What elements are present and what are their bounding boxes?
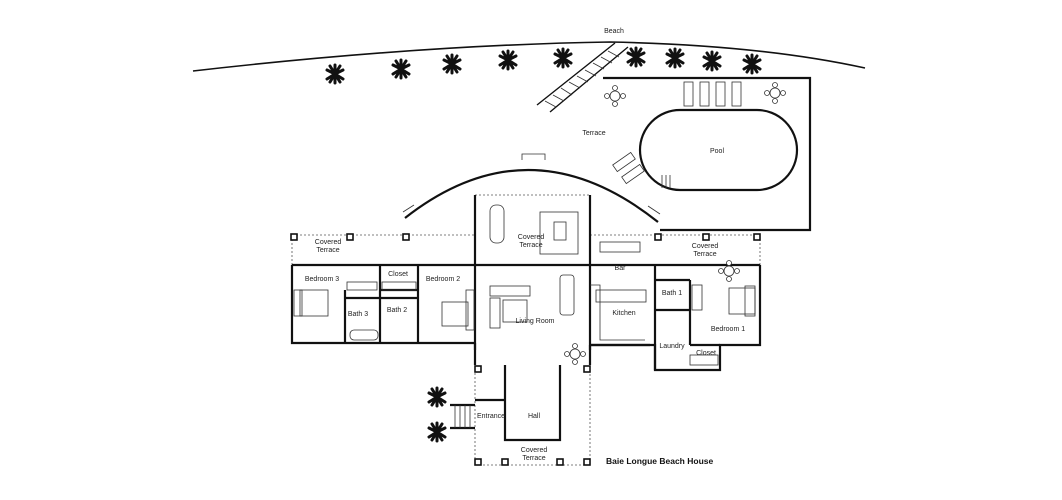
label-closet-right: Closet <box>696 350 716 357</box>
label-bedroom-1: Bedroom 1 <box>711 326 745 333</box>
beach-line <box>192 41 866 72</box>
label-pool: Pool <box>710 148 724 155</box>
pool <box>638 108 799 192</box>
label-bedroom-3: Bedroom 3 <box>305 276 339 283</box>
label-entrance: Entrance <box>477 413 505 420</box>
label-beach: Beach <box>604 28 624 35</box>
label-terrace: Terrace <box>582 130 605 137</box>
beach-stairs <box>536 42 629 113</box>
label-laundry: Laundry <box>659 343 685 350</box>
label-bath-3: Bath 3 <box>348 311 368 318</box>
label-bath-2: Bath 2 <box>387 307 407 314</box>
terrace-boundary <box>603 76 812 232</box>
label-kitchen: Kitchen <box>612 310 635 317</box>
label-bar: Bar <box>615 265 627 272</box>
label-closet-left: Closet <box>388 271 408 278</box>
posts <box>290 233 761 466</box>
sun-loungers <box>612 81 742 185</box>
label-bath-1: Bath 1 <box>662 290 682 297</box>
plan-title: Baie Longue Beach House <box>606 456 713 466</box>
label-hall: Hall <box>528 413 541 420</box>
label-bedroom-2: Bedroom 2 <box>426 276 460 283</box>
arc-terrace <box>404 168 659 223</box>
house-walls <box>290 194 762 466</box>
furniture <box>293 204 756 366</box>
label-living-room: Living Room <box>516 318 555 325</box>
